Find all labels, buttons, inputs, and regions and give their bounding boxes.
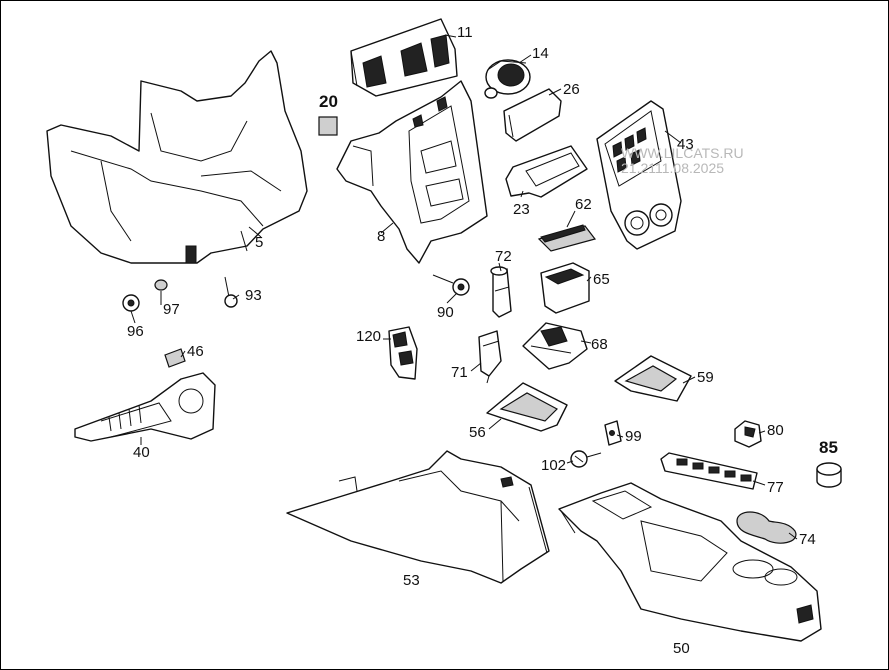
part-99-clip-plate[interactable] [604,420,622,446]
part-72-lighter[interactable] [490,266,512,318]
part-11-center-air-vent[interactable] [350,18,458,97]
callout-53[interactable]: 53 [403,572,420,589]
callout-50[interactable]: 50 [673,640,690,657]
part-77-switch-panel[interactable] [660,452,758,490]
callout-96[interactable]: 96 [127,323,144,340]
part-93-screw[interactable] [224,276,238,308]
callout-77[interactable]: 77 [767,479,784,496]
callout-93[interactable]: 93 [245,287,262,304]
callout-5[interactable]: 5 [255,234,264,251]
part-96-screw[interactable] [122,294,140,312]
part-56-tray[interactable] [486,382,568,432]
callout-85[interactable]: 85 [819,438,838,457]
callout-80[interactable]: 80 [767,422,784,439]
watermark-line-2: 21.2111.08.2025 [621,159,725,176]
callout-26[interactable]: 26 [563,81,580,98]
part-68-switch-holder[interactable] [522,322,588,370]
callout-23[interactable]: 23 [513,201,530,218]
callout-65[interactable]: 65 [593,271,610,288]
callout-72[interactable]: 72 [495,248,512,265]
callout-20[interactable]: 20 [319,92,338,111]
callout-71[interactable]: 71 [451,364,468,381]
part-40-column-cover[interactable] [74,372,216,442]
callout-11[interactable]: 11 [457,24,473,41]
part-14-round-air-vent[interactable] [484,59,531,99]
callout-59[interactable]: 59 [697,369,714,386]
part-120-switch[interactable] [388,326,418,380]
part-50-center-console[interactable] [558,482,822,642]
callout-43[interactable]: 43 [677,136,694,153]
part-20-clip[interactable] [318,116,338,136]
part-43-radio-bezel[interactable] [596,100,682,250]
part-59-cover[interactable] [614,355,692,402]
leader-lines [130,34,798,540]
callout-90[interactable]: 90 [437,304,454,321]
watermark: WWW.LILCATS.RU 21.2111.08.2025 [621,146,744,175]
callout-8[interactable]: 8 [377,228,386,245]
part-85-ring-cap[interactable] [816,462,842,488]
callout-40[interactable]: 40 [133,444,150,461]
callout-56[interactable]: 56 [469,424,486,441]
part-74-cupholder-insert[interactable] [736,511,797,544]
callout-99[interactable]: 99 [625,428,642,445]
part-5-dash-lower-shroud[interactable] [46,50,308,264]
part-53-console-side-panel[interactable] [286,450,550,584]
callout-120[interactable]: 120 [356,328,382,345]
part-8-center-trim-panel[interactable] [336,80,488,264]
part-26-cover-panel[interactable] [503,88,562,142]
part-97-washer[interactable] [154,279,168,291]
part-80-clip[interactable] [734,420,762,448]
callout-62[interactable]: 62 [575,196,592,213]
callout-74[interactable]: 74 [799,531,816,548]
watermark-line-1: WWW.LILCATS.RU [621,145,744,161]
callout-46[interactable]: 46 [187,343,204,360]
part-90-screw[interactable] [432,274,470,296]
part-62-pad[interactable] [537,224,597,252]
part-102-screw[interactable] [570,450,602,468]
part-23-bracket[interactable] [505,145,588,198]
part-46-clip[interactable] [164,348,186,368]
callout-97[interactable]: 97 [163,301,180,318]
callout-102[interactable]: 102 [541,457,567,474]
callout-14[interactable]: 14 [532,45,549,62]
callout-68[interactable]: 68 [591,336,608,353]
part-65-ashtray-box[interactable] [540,262,590,314]
part-71-bulb-holder[interactable] [478,330,502,384]
